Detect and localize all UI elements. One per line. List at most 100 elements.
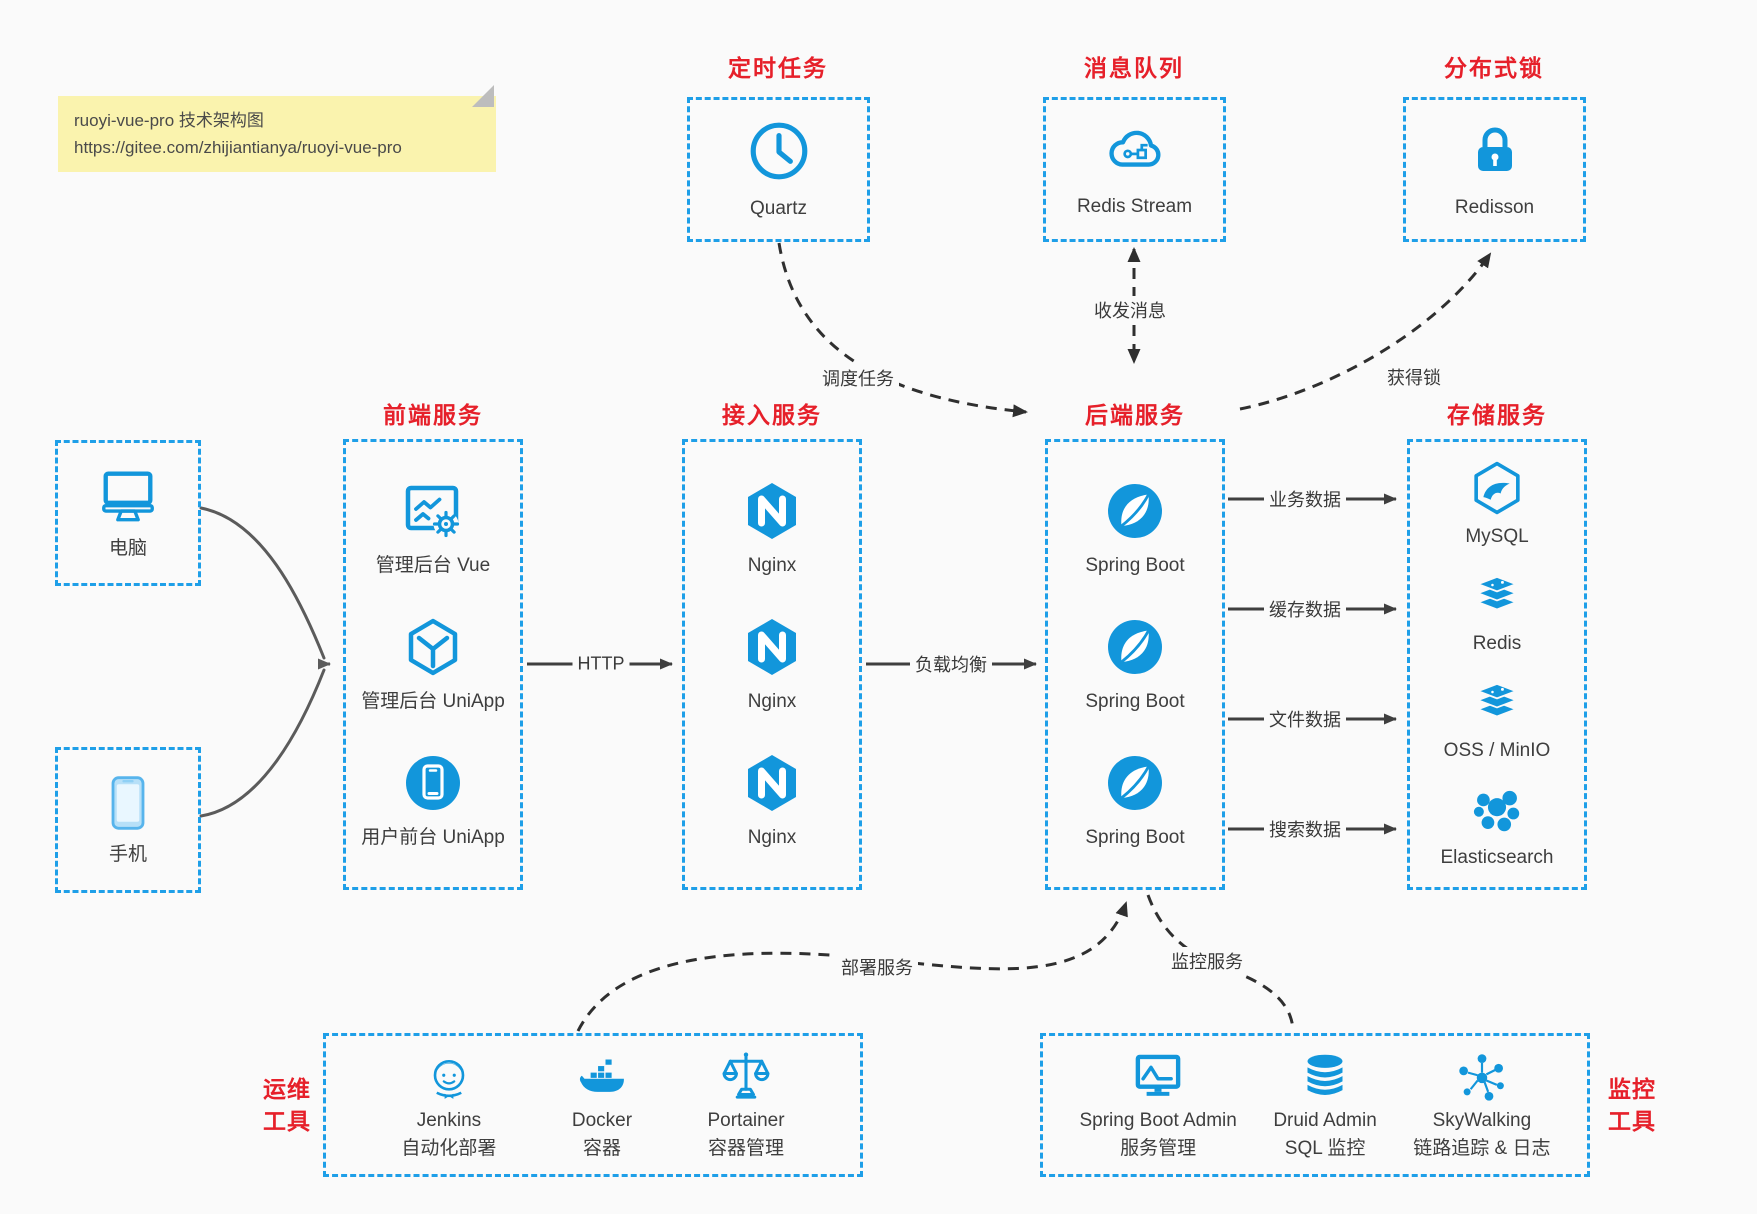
edge-acquire-lock [1239, 252, 1492, 411]
box-redisson: Redisson [1403, 97, 1586, 242]
monitor-item-skywalking: SkyWalking 链路追踪 & 日志 [1413, 1049, 1551, 1161]
item-label: 用户前台 UniApp [361, 827, 505, 849]
redisson-label: Redisson [1454, 197, 1535, 219]
item-label: Spring Boot [1085, 555, 1185, 577]
box-monitor-tools: Spring Boot Admin 服务管理 Druid Admin SQL 监… [1040, 1033, 1590, 1177]
edge-label-schedule: 调度任务 [817, 364, 899, 392]
oss-minio-icon [1468, 673, 1526, 731]
nginx-icon [740, 479, 804, 543]
group-title-distributed-lock: 分布式锁 [1444, 55, 1544, 81]
edge-label-cache-data: 缓存数据 [1264, 595, 1346, 623]
storage-item-redis: Redis [1468, 566, 1526, 656]
item-label: MySQL [1465, 526, 1529, 548]
gateway-item-nginx-1: Nginx [740, 479, 804, 578]
side-label-line: 工具 [263, 1108, 311, 1134]
backend-item-spring-boot-3: Spring Boot [1085, 751, 1185, 850]
side-label-ops-tools: 运维 工具 [263, 1073, 311, 1137]
edge-label-search-data: 搜索数据 [1264, 815, 1346, 843]
box-frontend-services: 管理后台 Vue 管理后台 UniApp 用户前台 UniApp [343, 439, 523, 890]
item-sublabel: 容器管理 [708, 1138, 785, 1159]
computer-label: 电脑 [108, 538, 147, 560]
edge-monitor-services [1146, 894, 1295, 1030]
edge-label-deploy: 部署服务 [836, 953, 918, 981]
elasticsearch-icon [1468, 780, 1526, 838]
item-sublabel: 容器 [582, 1138, 621, 1159]
item-label: Nginx [747, 691, 797, 713]
phone-label: 手机 [108, 844, 147, 866]
group-title-message-queue: 消息队列 [1084, 55, 1184, 81]
redis-stream-label: Redis Stream [1076, 196, 1193, 218]
item-label: 管理后台 UniApp [361, 691, 505, 713]
box-quartz: Quartz [687, 97, 870, 242]
box-ops-tools: Jenkins 自动化部署 Docker 容器 Portainer 容器管理 [323, 1033, 863, 1177]
item-sublabel: 链路追踪 & 日志 [1413, 1138, 1551, 1159]
box-phone: 手机 [55, 747, 201, 893]
backend-item-spring-boot-1: Spring Boot [1085, 479, 1185, 578]
group-title-storage: 存储服务 [1447, 402, 1547, 428]
ops-item-docker: Docker 容器 [572, 1049, 632, 1161]
spring-boot-icon [1103, 479, 1167, 543]
item-label: SkyWalking [1432, 1110, 1532, 1132]
item-label: Nginx [747, 827, 797, 849]
nginx-icon [740, 751, 804, 815]
box-gateway-services: Nginx Nginx Nginx [682, 439, 862, 890]
item-sublabel: SQL 监控 [1284, 1138, 1366, 1159]
item-sublabel: 自动化部署 [401, 1138, 497, 1159]
spring-boot-icon [1103, 751, 1167, 815]
frontend-item-user-uniapp: 用户前台 UniApp [361, 751, 505, 850]
admin-vue-icon [401, 479, 465, 543]
user-app-icon [401, 751, 465, 815]
edge-computer-to-frontend [199, 506, 326, 660]
edge-label-message: 收发消息 [1089, 296, 1171, 324]
desktop-icon [97, 465, 159, 527]
edge-label-file-data: 文件数据 [1264, 705, 1346, 733]
side-label-monitor-tools: 监控 工具 [1608, 1073, 1656, 1137]
storage-item-mysql: MySQL [1465, 459, 1529, 549]
side-label-line: 监控 [1608, 1075, 1656, 1102]
side-label-line: 工具 [1608, 1108, 1656, 1134]
sticky-note-fold [472, 85, 494, 107]
group-title-frontend: 前端服务 [383, 402, 483, 428]
monitor-item-druid-admin: Druid Admin SQL 监控 [1273, 1049, 1377, 1161]
group-title-gateway: 接入服务 [722, 402, 822, 428]
group-title-backend: 后端服务 [1085, 402, 1185, 428]
uniapp-cube-icon [401, 615, 465, 679]
frontend-item-admin-vue: 管理后台 Vue [376, 479, 490, 578]
monitor-item-spring-boot-admin: Spring Boot Admin 服务管理 [1079, 1049, 1237, 1161]
spring-boot-admin-icon [1130, 1049, 1186, 1105]
druid-icon [1297, 1049, 1353, 1105]
item-label: OSS / MinIO [1443, 740, 1551, 762]
edge-label-acquire-lock: 获得锁 [1382, 363, 1446, 391]
docker-icon [574, 1049, 630, 1105]
note-title: ruoyi-vue-pro 技术架构图 [74, 111, 264, 130]
sticky-note: ruoyi-vue-pro 技术架构图 https://gitee.com/zh… [58, 85, 496, 172]
box-redis-stream: Redis Stream [1043, 97, 1226, 242]
ops-item-portainer: Portainer 容器管理 [707, 1049, 785, 1161]
item-label: Elasticsearch [1440, 847, 1554, 868]
cloud-network-icon [1101, 120, 1169, 182]
quartz-label: Quartz [749, 198, 808, 220]
mysql-icon [1468, 459, 1526, 517]
gateway-item-nginx-3: Nginx [740, 751, 804, 850]
item-label: Spring Boot Admin [1079, 1110, 1237, 1132]
edge-label-monitor: 监控服务 [1166, 947, 1248, 975]
item-sublabel: 服务管理 [1120, 1138, 1197, 1159]
item-label: Spring Boot [1085, 827, 1185, 849]
item-label: Portainer [707, 1110, 785, 1132]
box-storage-services: MySQL Redis OSS / MinIO Elasticsearch [1407, 439, 1587, 890]
edge-label-http: HTTP [572, 652, 630, 676]
spring-boot-icon [1103, 615, 1167, 679]
edge-label-load-balance: 负载均衡 [910, 650, 992, 678]
edge-phone-to-frontend [199, 668, 326, 818]
item-label: Jenkins [416, 1110, 482, 1132]
item-label: Druid Admin [1273, 1110, 1377, 1132]
item-label: 管理后台 Vue [375, 555, 491, 577]
storage-item-oss-minio: OSS / MinIO [1443, 673, 1551, 763]
item-label: Spring Boot [1085, 691, 1185, 713]
box-backend-services: Spring Boot Spring Boot Spring Boot [1045, 439, 1225, 890]
skywalking-icon [1454, 1049, 1510, 1105]
edge-label-business-data: 业务数据 [1264, 485, 1346, 513]
ops-item-jenkins: Jenkins 自动化部署 [401, 1049, 496, 1161]
note-url: https://gitee.com/zhijiantianya/ruoyi-vu… [74, 138, 402, 158]
